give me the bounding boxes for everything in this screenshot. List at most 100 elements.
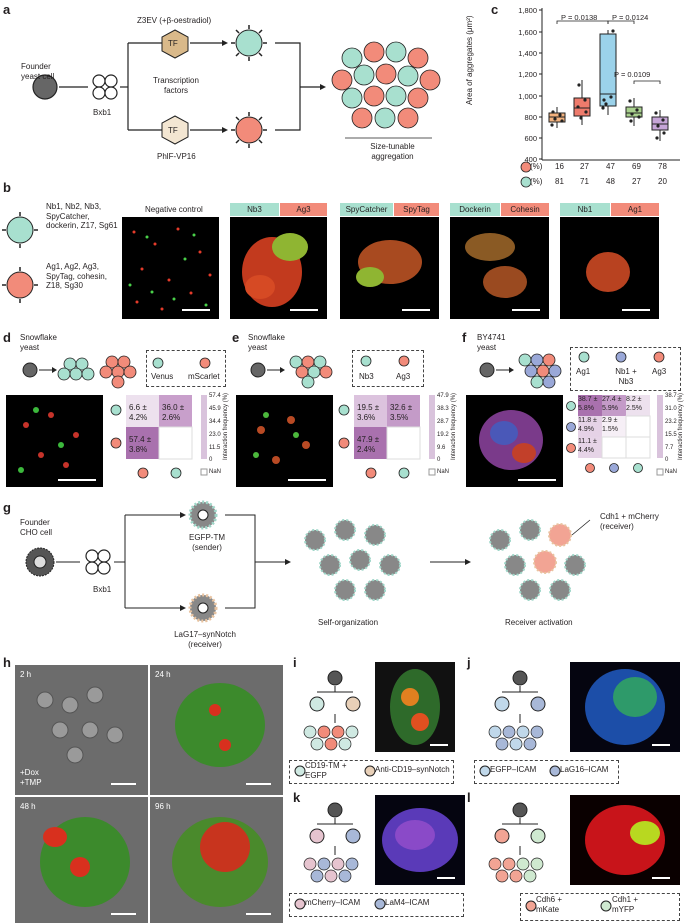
c-ylabel: Area of aggregates (μm²) bbox=[465, 15, 474, 105]
h-time-24h: 24 h bbox=[155, 670, 171, 679]
panel-label-b: b bbox=[3, 180, 11, 195]
c-row2-unit: (%) bbox=[530, 177, 543, 186]
k-legend-1: mCherry–ICAM bbox=[305, 898, 361, 907]
svg-text:1,200: 1,200 bbox=[518, 70, 537, 79]
k-legend-icons bbox=[294, 898, 386, 910]
h-image-48h bbox=[15, 797, 148, 923]
j-legend-icons bbox=[479, 765, 561, 777]
d-schematic bbox=[22, 355, 211, 389]
scale-bar bbox=[246, 913, 271, 915]
j-legend-1: EGFP–ICAM bbox=[490, 765, 537, 774]
f-scale-0: 38.7 bbox=[665, 393, 677, 399]
f-heatmap bbox=[566, 395, 664, 476]
scale-bar bbox=[622, 309, 650, 311]
scale-bar bbox=[288, 479, 326, 481]
panel-label-a: a bbox=[3, 2, 11, 17]
panel-label-h: h bbox=[3, 655, 11, 670]
scale-bar bbox=[518, 479, 556, 481]
size-tunable-label: Size-tunable aggregation bbox=[370, 142, 415, 161]
svg-text:1,400: 1,400 bbox=[518, 49, 537, 58]
f-cell-2: 27.4 ± 5.9% bbox=[602, 396, 622, 412]
e-legend-icons bbox=[360, 355, 410, 367]
d-scale-4: 11.5 bbox=[209, 445, 221, 451]
b-tag-ag3: Ag3 bbox=[280, 203, 327, 216]
j-legend-2: LaG16–ICAM bbox=[560, 765, 609, 774]
e-cell-1: 19.5 ± 3.6% bbox=[357, 403, 380, 422]
d-heatmap bbox=[110, 395, 208, 479]
p-value-3: P = 0.0109 bbox=[614, 70, 651, 79]
k-legend-box bbox=[289, 893, 464, 917]
g-self-org: Self-organization bbox=[318, 618, 379, 627]
d-legend-venus: Venus bbox=[151, 372, 174, 381]
tf-description: Transcription factors bbox=[153, 76, 199, 95]
e-cell-2: 32.6 ± 3.5% bbox=[390, 403, 413, 422]
f-cell-1: 38.7 ± 5.8% bbox=[578, 396, 598, 412]
f-title: BY4741 yeast bbox=[477, 333, 506, 352]
h-treatment: +Dox +TMP bbox=[20, 768, 42, 787]
c-r2-0: 81 bbox=[555, 177, 564, 186]
d-cbar-label: Interaction frequency (%) bbox=[223, 392, 229, 460]
scale-bar bbox=[290, 309, 318, 311]
e-schematic bbox=[250, 355, 333, 389]
scale-bar bbox=[512, 309, 540, 311]
e-legend-box bbox=[352, 350, 424, 387]
c-r2-3: 27 bbox=[632, 177, 641, 186]
f-cbar-label: Interaction frequency (%) bbox=[678, 392, 684, 460]
l-legend-1: Cdh6 + mKate bbox=[536, 895, 563, 914]
panel-label-k: k bbox=[293, 790, 301, 805]
c-row1-unit: (%) bbox=[530, 162, 543, 171]
b-tag-nb1: Nb1 bbox=[560, 203, 610, 216]
h-time-2h: 2 h bbox=[20, 670, 32, 679]
b-group1-text: Nb1, Nb2, Nb3, SpyCatcher, dockerin, Z17… bbox=[46, 202, 118, 230]
e-title: Snowflake yeast bbox=[248, 333, 285, 352]
panel-a-schematic bbox=[32, 25, 441, 148]
i-legend-box bbox=[289, 760, 454, 784]
f-cell-6: 11.1 ± 4.4% bbox=[578, 438, 597, 454]
i-legend-1: CD19-TM + EGFP bbox=[305, 761, 347, 780]
k-image bbox=[375, 795, 465, 885]
d-cell-2: 36.0 ± 2.6% bbox=[162, 403, 185, 422]
l-schematic bbox=[488, 802, 546, 883]
scale-bar bbox=[111, 783, 136, 785]
e-legend-nb3: Nb3 bbox=[359, 372, 374, 381]
scale-bar bbox=[182, 309, 210, 311]
d-scale-0: 57.4 bbox=[209, 393, 221, 399]
i-image bbox=[375, 662, 455, 752]
d-scale-1: 45.9 bbox=[209, 406, 221, 412]
panel-label-c: c bbox=[491, 2, 499, 17]
d-scale-3: 23.0 bbox=[209, 432, 221, 438]
scale-bar bbox=[58, 479, 96, 481]
d-scale-2: 34.4 bbox=[209, 419, 221, 425]
h-image-96h bbox=[150, 797, 283, 923]
panel-label-i: i bbox=[293, 655, 297, 670]
c-r2-1: 71 bbox=[580, 177, 589, 186]
scale-bar bbox=[402, 309, 430, 311]
g-activation: Receiver activation bbox=[505, 618, 573, 627]
b-image-negative bbox=[122, 217, 219, 319]
b-cell-icons bbox=[2, 212, 38, 303]
l-legend-2: Cdh1 + mYFP bbox=[612, 895, 639, 914]
e-cell-3: 47.9 ± 2.4% bbox=[357, 435, 380, 454]
bxb1-label-a: Bxb1 bbox=[93, 108, 112, 117]
i-legend-2: Anti-CD19–synNotch bbox=[375, 765, 450, 774]
svg-text:1,000: 1,000 bbox=[518, 92, 537, 101]
phlf-label: PhlF-VP16 bbox=[157, 152, 196, 161]
tf-label-top: TF bbox=[168, 39, 178, 48]
c-row-icons bbox=[520, 161, 532, 188]
c-r2-4: 20 bbox=[658, 177, 667, 186]
d-nan: NaN bbox=[209, 469, 222, 475]
panel-g-schematic bbox=[25, 500, 591, 623]
c-r2-2: 48 bbox=[606, 177, 615, 186]
b-image-nb1-ag1 bbox=[560, 217, 659, 319]
e-scale-3: 19.2 bbox=[437, 432, 449, 438]
h-time-96h: 96 h bbox=[155, 802, 171, 811]
f-cell-4: 11.8 ± 4.9% bbox=[578, 417, 597, 433]
b-image-nb3-ag3 bbox=[230, 217, 327, 319]
panel-label-l: l bbox=[467, 790, 471, 805]
svg-text:400: 400 bbox=[524, 155, 537, 164]
h-image-2h bbox=[15, 665, 148, 795]
f-scale-1: 31.0 bbox=[665, 406, 677, 412]
d-image bbox=[6, 395, 103, 487]
p-value-1: P = 0.0138 bbox=[561, 13, 598, 22]
f-cell-3: 8.2 ± 2.5% bbox=[626, 396, 642, 412]
